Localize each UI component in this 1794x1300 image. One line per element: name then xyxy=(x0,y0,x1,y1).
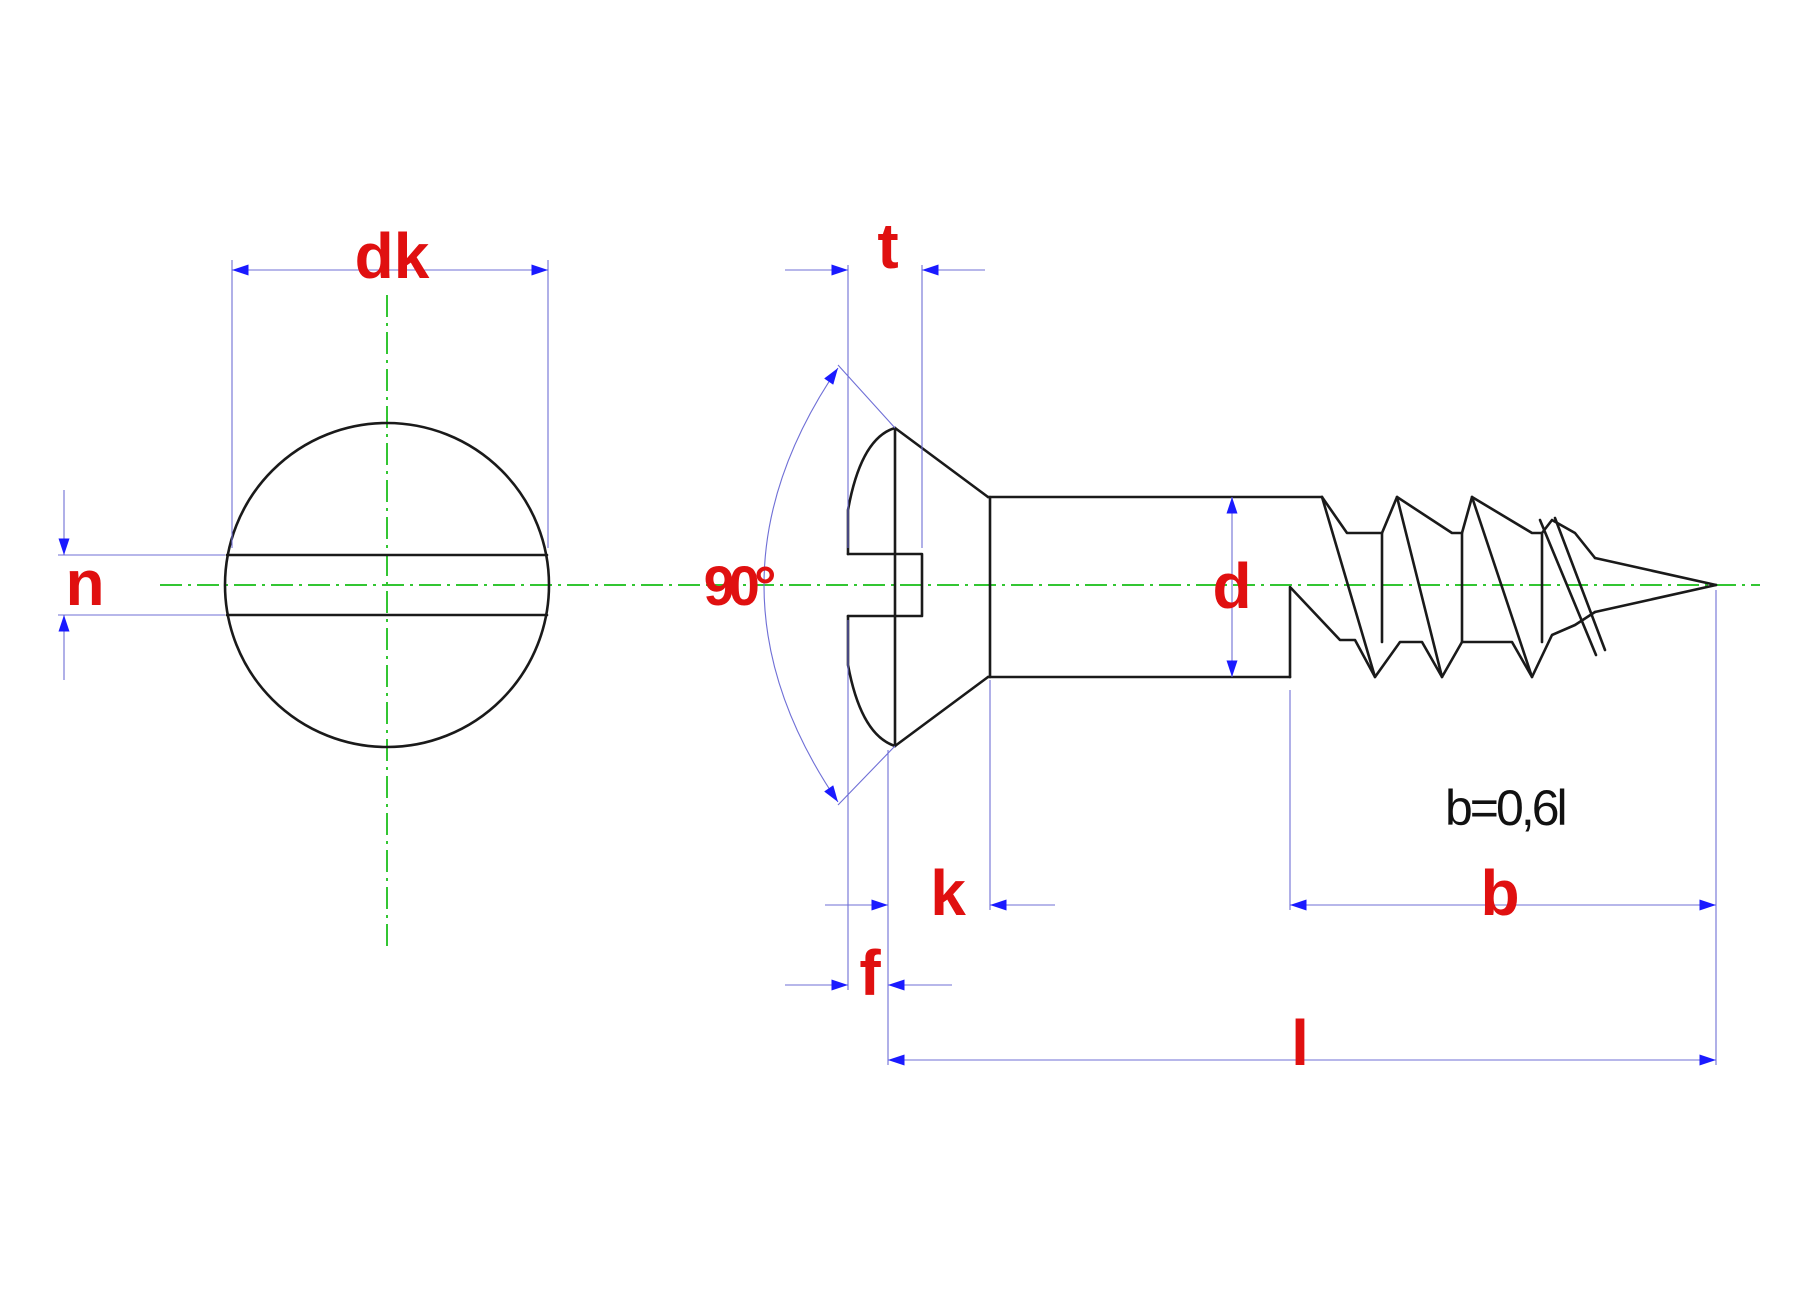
countersink-top xyxy=(893,426,990,499)
countersink-bottom xyxy=(893,675,990,748)
thread-lower-profile xyxy=(1288,585,1597,679)
tip-cone-bottom xyxy=(1593,583,1718,614)
label-t: t xyxy=(877,210,898,282)
thread-flank-1 xyxy=(1320,495,1377,679)
label-n: n xyxy=(65,547,104,619)
label-f: f xyxy=(859,937,881,1009)
angle-arc xyxy=(763,367,839,803)
label-angle: 90° xyxy=(704,554,774,617)
head-dome-lower xyxy=(846,614,897,748)
head-slot xyxy=(846,552,924,618)
label-k: k xyxy=(930,857,966,929)
thread-flank-2 xyxy=(1395,495,1444,679)
side-view xyxy=(763,264,1718,1066)
label-dk: dk xyxy=(355,220,430,292)
label-l: l xyxy=(1291,1007,1309,1079)
top-view xyxy=(58,260,1760,950)
thread-upper-profile xyxy=(1320,495,1597,560)
thread-flank-4 xyxy=(1538,518,1598,657)
thread-length-note: b=0,6l xyxy=(1445,780,1565,836)
head-circle xyxy=(223,421,551,749)
dimension-labels: dk t n 90° d k f b l b=0,6l xyxy=(65,210,1567,1079)
head-dome xyxy=(846,426,897,556)
thread-flank-5 xyxy=(1553,516,1607,652)
angle-extension-top xyxy=(837,364,896,429)
thread-flank-3 xyxy=(1470,495,1534,679)
angle-extension-bottom xyxy=(837,745,896,806)
label-b: b xyxy=(1480,857,1519,929)
label-d: d xyxy=(1212,550,1251,622)
tip-cone-top xyxy=(1593,556,1718,587)
